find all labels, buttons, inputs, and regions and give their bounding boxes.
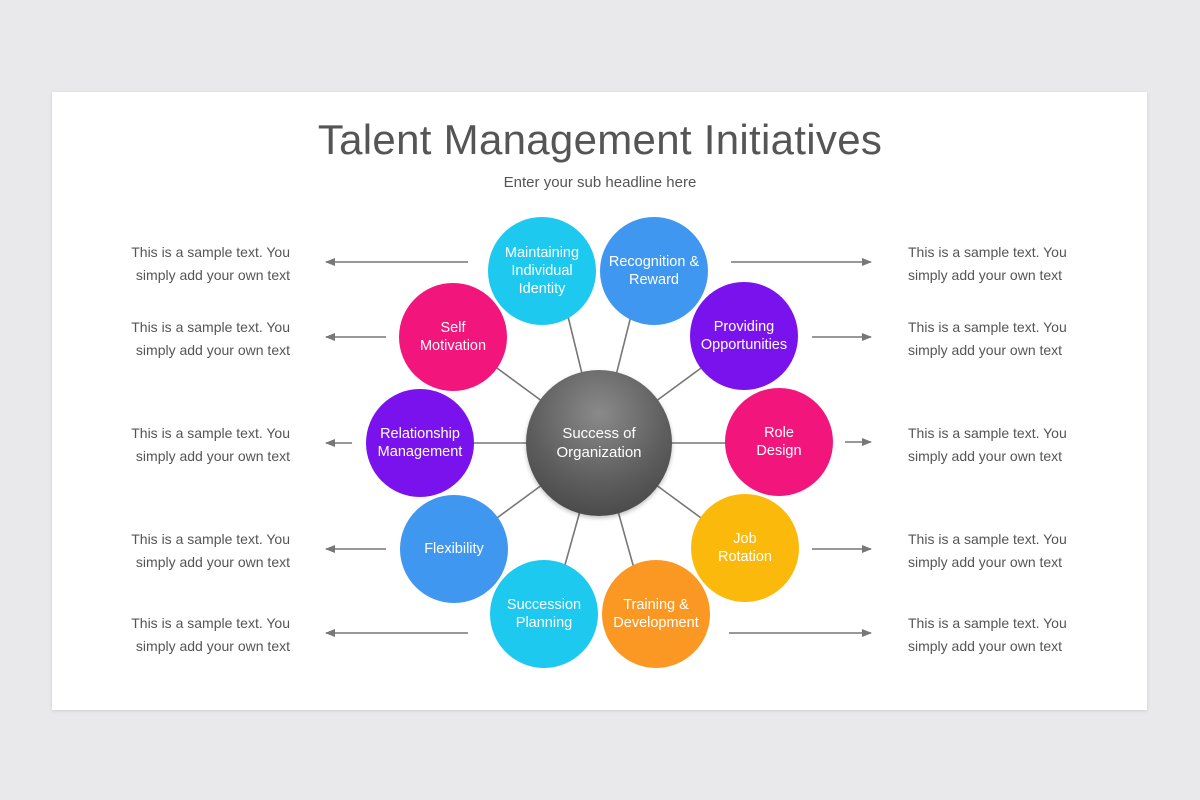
right-note-3: This is a sample text. You simply add yo… — [908, 425, 1067, 464]
node-succession-planning: Succession Planning — [490, 560, 598, 668]
right-note-5: This is a sample text. You simply add yo… — [908, 615, 1067, 654]
left-note-4: This is a sample text. You simply add yo… — [131, 531, 290, 570]
right-note-2: This is a sample text. You simply add yo… — [908, 319, 1067, 358]
node-maintaining-individual-identity: Maintaining Individual Identity — [488, 217, 596, 325]
node-job-rotation: Job Rotation — [691, 494, 799, 602]
left-note-1: This is a sample text. You simply add yo… — [131, 244, 290, 283]
node-recognition-reward: Recognition & Reward — [600, 217, 708, 325]
right-arrows — [729, 258, 872, 637]
left-arrows — [325, 258, 468, 637]
center-success-of-organization: Success of Organization — [526, 370, 672, 516]
node-flexibility: Flexibility — [400, 495, 508, 603]
sub-headline: Enter your sub headline here — [503, 174, 697, 191]
node-training-development: Training & Development — [602, 560, 710, 668]
left-note-2: This is a sample text. You simply add yo… — [131, 319, 290, 358]
page-title: Talent Management Initiatives — [317, 116, 883, 163]
left-note-5: This is a sample text. You simply add yo… — [131, 615, 290, 654]
right-note-4: This is a sample text. You simply add yo… — [908, 531, 1067, 570]
right-note-1: This is a sample text. You simply add yo… — [908, 244, 1067, 283]
node-relationship-management: Relationship Management — [366, 389, 474, 497]
node-role-design: Role Design — [725, 388, 833, 496]
left-note-3: This is a sample text. You simply add yo… — [131, 425, 290, 464]
node-providing-opportunities: Providing Opportunities — [690, 282, 798, 390]
node-self-motivation: Self Motivation — [399, 283, 507, 391]
